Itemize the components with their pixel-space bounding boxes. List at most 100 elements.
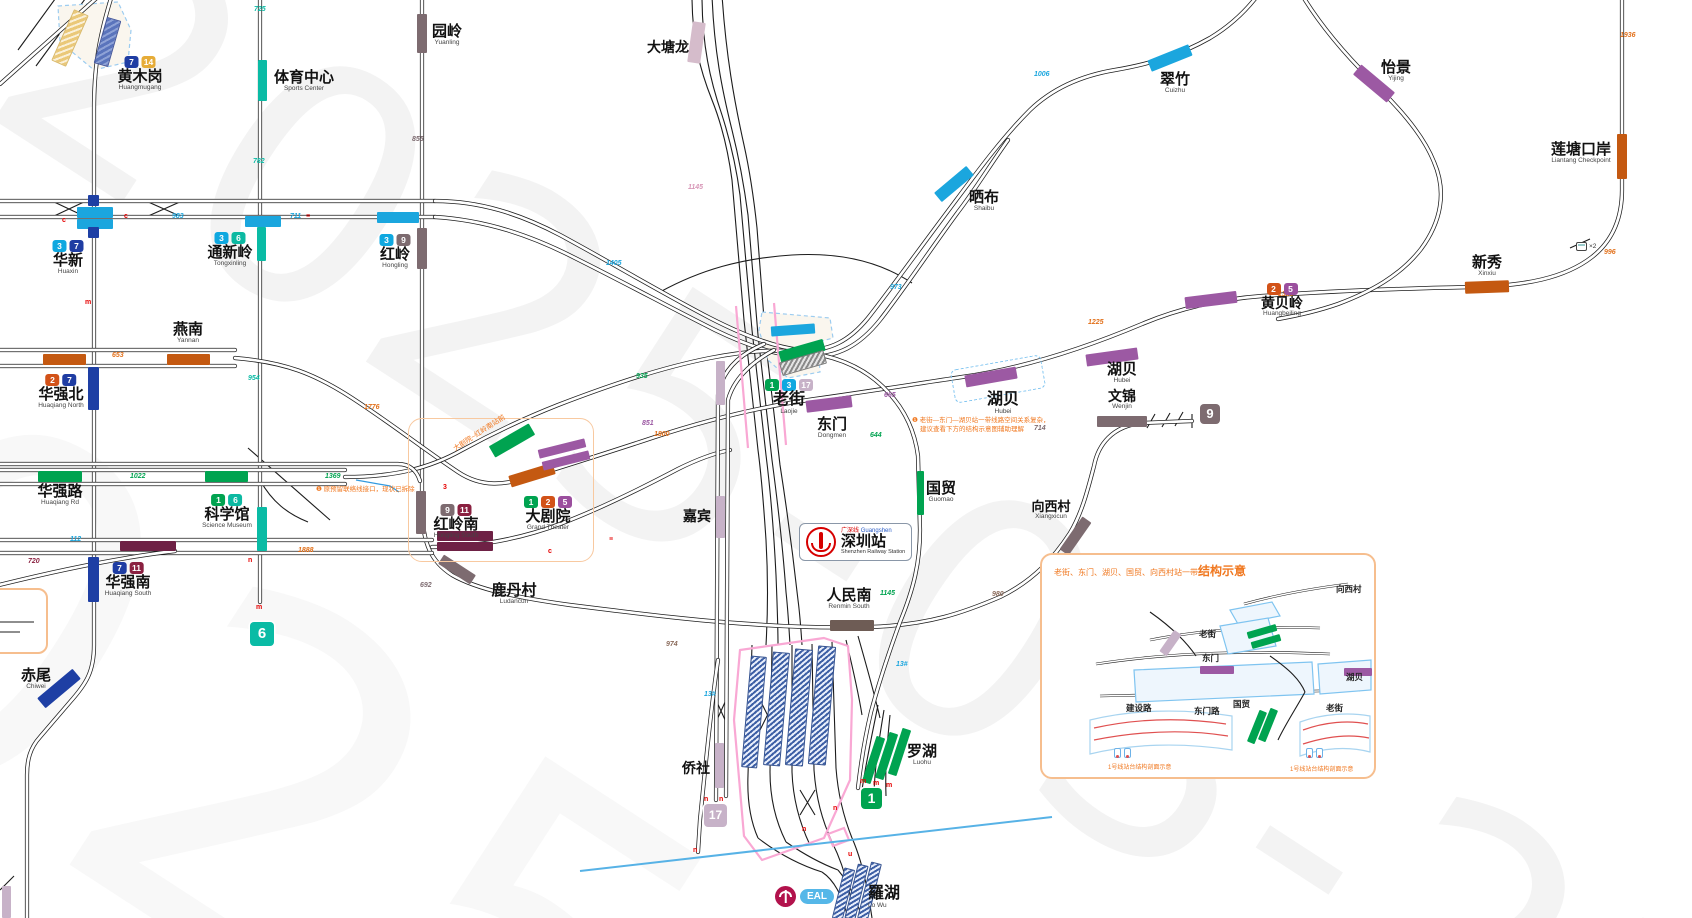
line-9-badge: 9 [396, 234, 411, 246]
platform-bar [120, 541, 176, 551]
inset-exit-icon [1316, 748, 1323, 758]
route-number: 714 [1034, 425, 1046, 432]
line-11-badge: 11 [129, 562, 144, 574]
station-name-en: Huangbeiling [1263, 310, 1301, 318]
track-end-marker: n [704, 796, 709, 803]
route-number: 665 [884, 392, 896, 399]
route-number: 782 [253, 158, 265, 165]
route-number: 692 [420, 582, 432, 589]
china-railway-logo-icon [806, 527, 836, 557]
bus-icon [1576, 242, 1587, 251]
track-end-marker: ≡ [609, 536, 614, 543]
station-name: 罗湖 [906, 743, 938, 760]
bus-transfer-note: ×2 [1576, 242, 1596, 251]
track-end-marker: u [848, 851, 853, 858]
line-3-badge: 3 [214, 232, 229, 244]
platform-bar [88, 227, 99, 238]
route-number: 1145 [688, 184, 704, 191]
station-name: 鹿丹村 [491, 582, 537, 599]
railway-line-name-cn: 广深线 [841, 528, 860, 535]
track-end-marker: ≡ [306, 213, 311, 220]
line-3-badge: 3 [379, 234, 394, 246]
platform-bar [416, 491, 426, 534]
line-2-badge: 2 [541, 496, 555, 508]
route-number: 711 [290, 213, 302, 220]
inset-label: 老街 [1326, 703, 1344, 713]
station-name: 晒布 [968, 189, 1000, 206]
station-qiaoshe: 侨社 [682, 760, 710, 776]
platform-bar [77, 207, 113, 218]
platform-bar [38, 471, 82, 482]
platform-bar [258, 60, 267, 101]
inset-title-big: 结构示意 [1198, 564, 1247, 578]
track-end-marker: m [85, 299, 92, 306]
station-name: 侨社 [682, 760, 710, 776]
station-name-en: Yuanling [434, 39, 460, 47]
line-5-badge: 5 [1283, 283, 1298, 295]
platform-bar [257, 227, 266, 261]
route-number: 720 [28, 558, 40, 565]
platform-bar [917, 471, 924, 515]
inset-exit-icon [1124, 748, 1131, 758]
route-number: 1800 [654, 431, 670, 438]
route-number: 112 [70, 536, 82, 543]
station-name: 嘉宾 [683, 508, 711, 524]
line-6-terminus-badge: 6 [250, 622, 274, 646]
station-name: 红岭南 [433, 516, 479, 533]
route-number: 1022 [130, 473, 146, 480]
route-number: 851 [642, 420, 654, 427]
station-name-en: Laojie [780, 408, 798, 416]
station-name-en: Huaqiang North [38, 402, 84, 410]
platform-bar [245, 216, 281, 227]
station-name-en: Huaqiang Rd [41, 499, 79, 507]
station-name-en: Yijing [1388, 75, 1404, 83]
platform-bar [417, 14, 427, 53]
line-3-badge: 3 [782, 379, 796, 391]
route-number: 1936 [1620, 32, 1636, 39]
line-2-badge: 2 [1266, 283, 1281, 295]
station-jiabin: 嘉宾 [683, 508, 711, 524]
station-name: 大剧院 [525, 508, 571, 525]
station-name: 翠竹 [1159, 71, 1191, 88]
line-7-badge: 7 [112, 562, 127, 574]
station-name-en: Wenjin [1112, 403, 1132, 411]
station-name-en: Grand Theater [526, 524, 570, 532]
inset-title: 老街、东门、湖贝、国贸、向西村站一带结构示意 [1054, 562, 1246, 580]
annotation-removed-link: ❶ 原预留联络线接口，现状已拆除 [316, 486, 415, 493]
mtr-lowu-group: EAL [775, 886, 834, 907]
platform-bar [205, 471, 248, 482]
route-number: 974 [666, 641, 678, 648]
route-number: 935 [636, 373, 648, 380]
line-11-badge: 11 [457, 504, 472, 516]
station-name-en: Shaibu [973, 205, 995, 213]
route-number: 1225 [1088, 319, 1104, 326]
route-number: 13# [896, 661, 908, 668]
platform-bar [88, 557, 99, 602]
bus-transfer-count: ×2 [1589, 243, 1597, 250]
platform-bar [88, 367, 99, 410]
shenzhen-railway-station-badge: 广深线 Guangshen 深圳站 Shenzhen Railway Stati… [799, 523, 913, 561]
route-number: 13# [704, 691, 716, 698]
station-name-en: Guomao [928, 496, 954, 504]
route-number: 644 [870, 432, 882, 439]
lowu-station-name: 羅湖 [868, 885, 901, 902]
inset-label: 东门 [1202, 653, 1220, 663]
